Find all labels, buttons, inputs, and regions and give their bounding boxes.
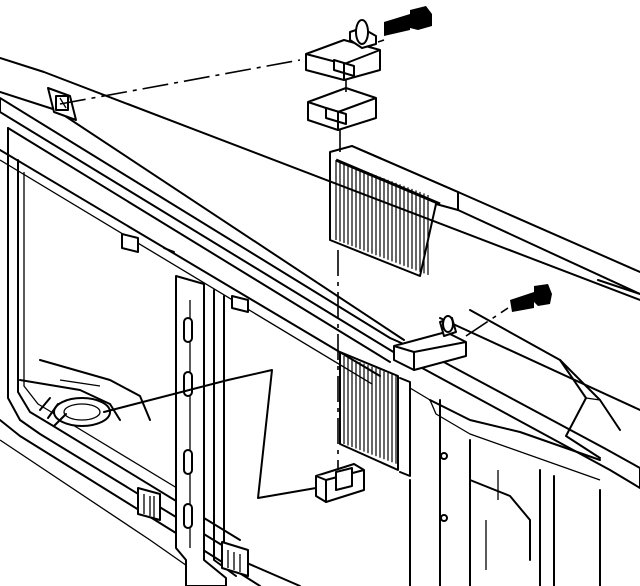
upper-insulator-inner xyxy=(307,87,377,131)
radiator-core xyxy=(329,145,459,477)
upper-washer xyxy=(349,19,377,49)
upper-bolt xyxy=(384,6,432,36)
right-bolt xyxy=(510,284,552,312)
upper-insulator-outer xyxy=(305,39,381,81)
lower-insulator xyxy=(315,463,365,503)
center-support-bracket xyxy=(121,233,249,586)
right-bracket-insulator xyxy=(393,315,467,371)
radiator-support-panel xyxy=(0,57,640,586)
assembly-lines xyxy=(59,39,509,499)
drain-hole xyxy=(39,397,111,427)
